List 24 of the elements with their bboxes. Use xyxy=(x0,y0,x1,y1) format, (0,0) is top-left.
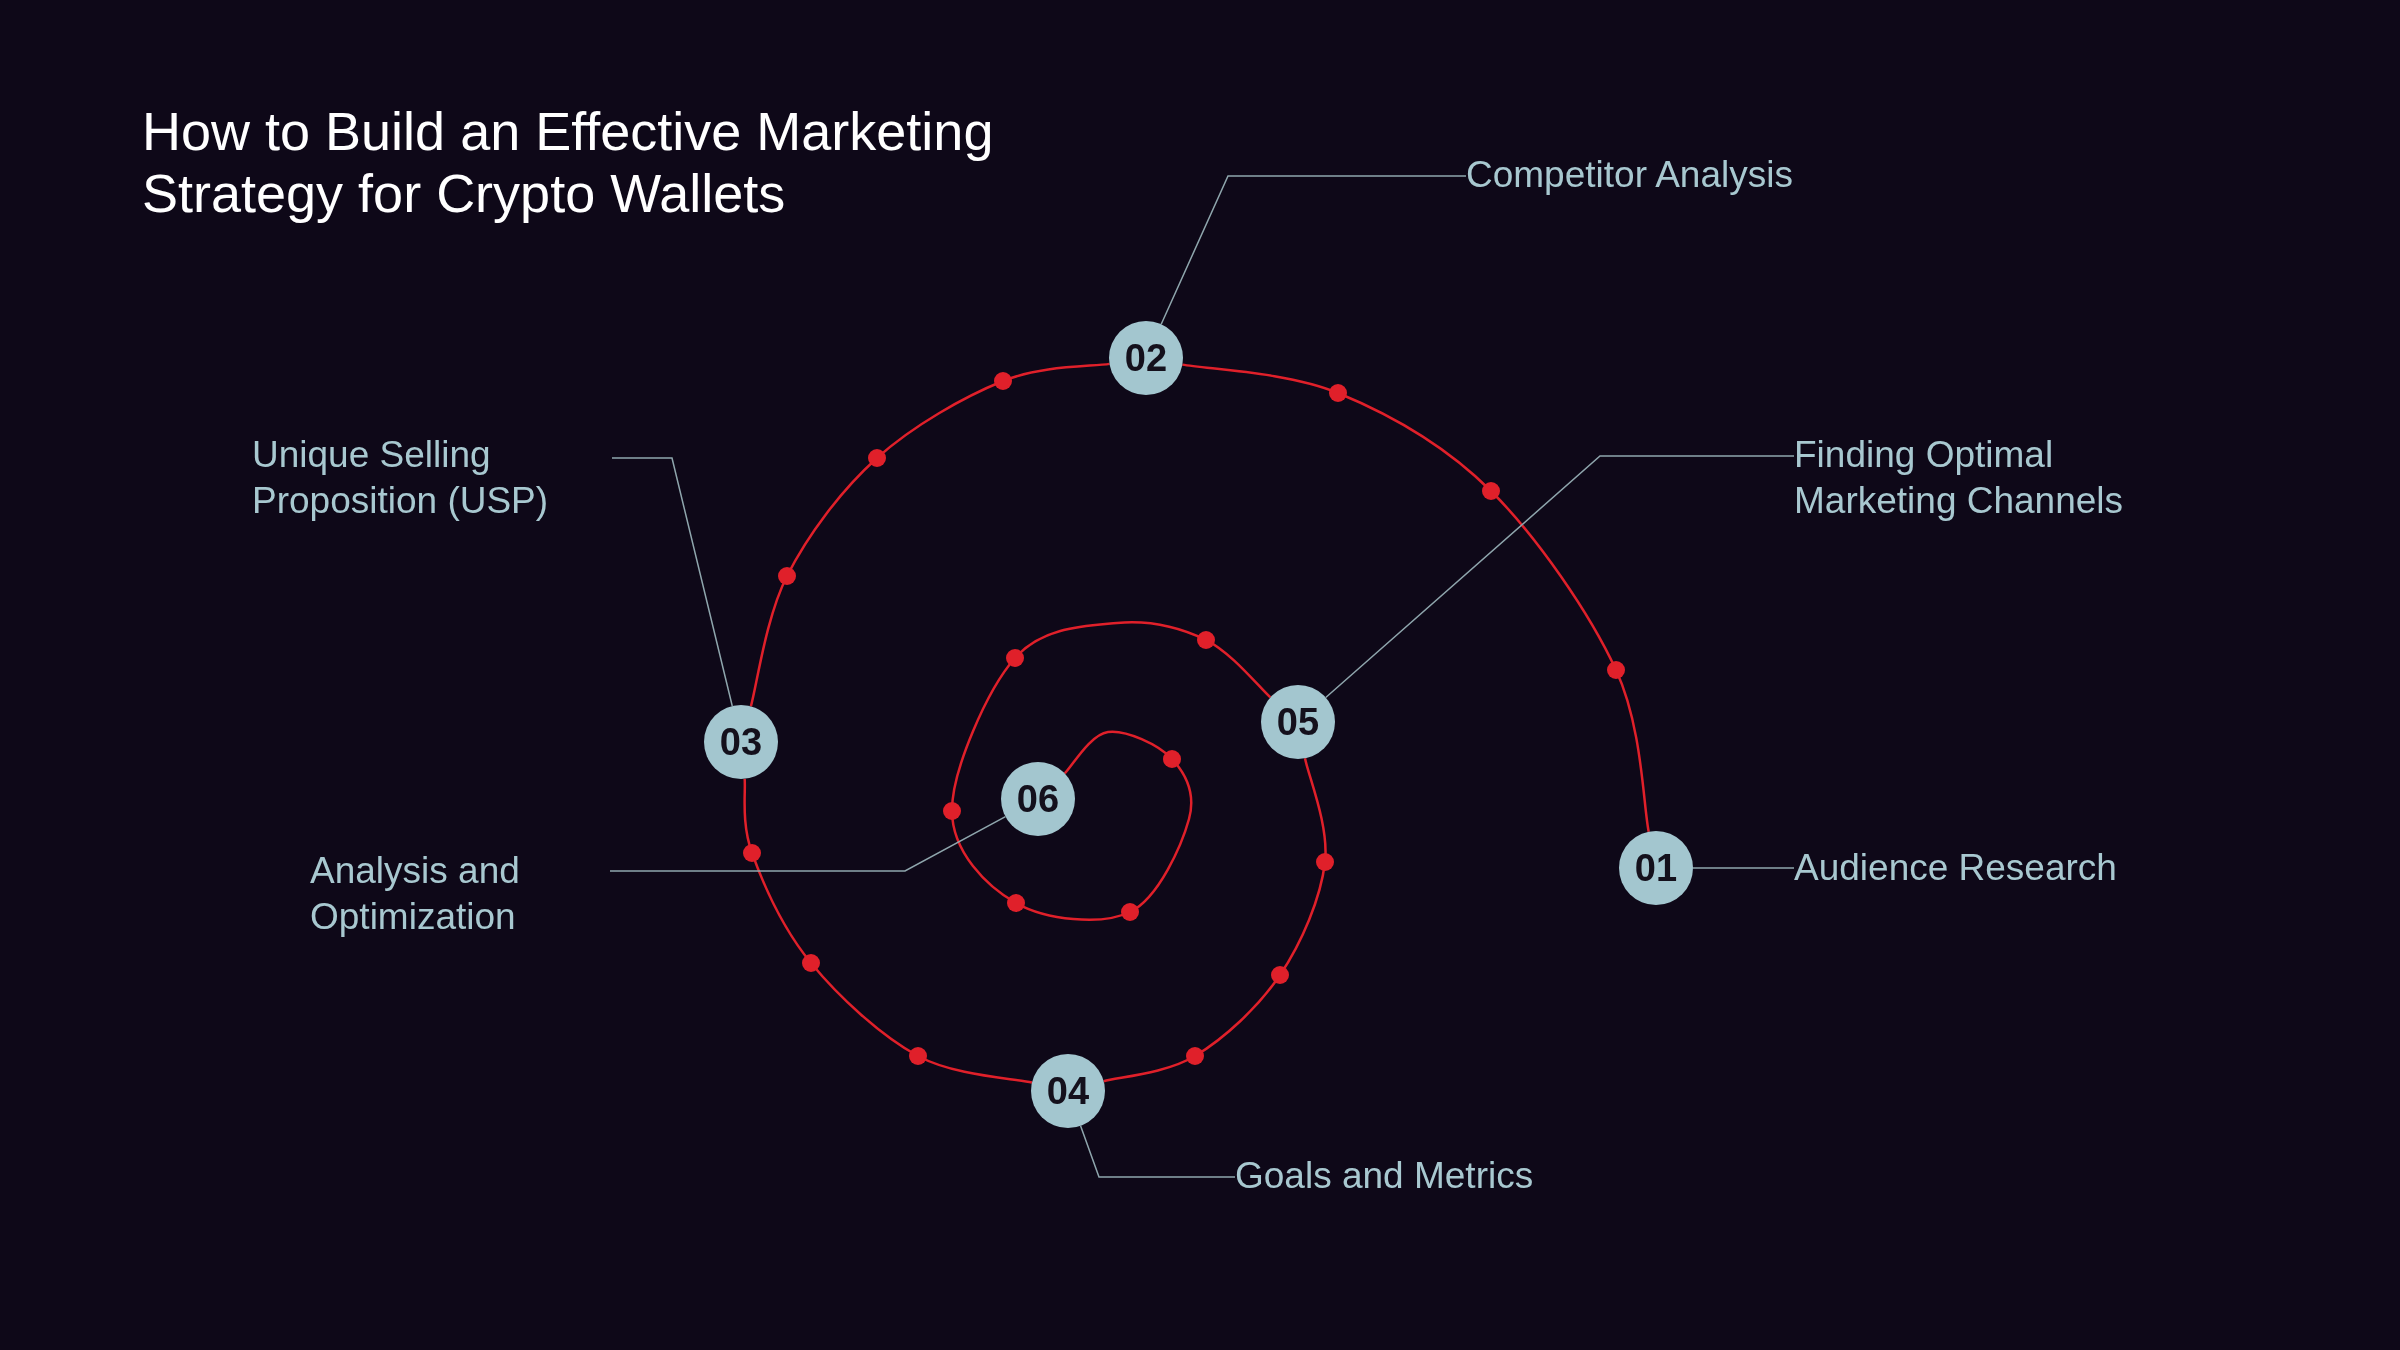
step-label: Audience Research xyxy=(1794,845,2117,891)
spiral-line xyxy=(1182,363,1650,832)
step-number-circle: 01 xyxy=(1619,831,1693,905)
title: How to Build an Effective Marketing Strategy for Crypto Wallets xyxy=(142,100,995,224)
step-number-circle: 05 xyxy=(1261,685,1335,759)
step-label: Analysis and Optimization xyxy=(310,848,610,940)
leader-line xyxy=(1325,455,1795,699)
step-number-circle: 04 xyxy=(1031,1054,1105,1128)
step-label: Competitor Analysis xyxy=(1466,152,1793,198)
leader-line xyxy=(1079,1125,1236,1178)
leader-line xyxy=(611,457,733,707)
step-number-circle: 03 xyxy=(704,705,778,779)
leader-line xyxy=(1160,175,1467,325)
spiral-line xyxy=(950,621,1272,921)
step-label: Finding Optimal Marketing Channels xyxy=(1794,432,2214,524)
leader-line xyxy=(609,815,1007,872)
step-number-circle: 02 xyxy=(1109,321,1183,395)
spiral-line xyxy=(749,362,1110,707)
step-label: Goals and Metrics xyxy=(1235,1153,1534,1199)
step-label: Unique Selling Proposition (USP) xyxy=(252,432,612,524)
step-number-circle: 06 xyxy=(1001,762,1075,836)
spiral-line xyxy=(743,778,1033,1084)
spiral-line xyxy=(1103,758,1327,1083)
leader-line xyxy=(1692,867,1795,869)
